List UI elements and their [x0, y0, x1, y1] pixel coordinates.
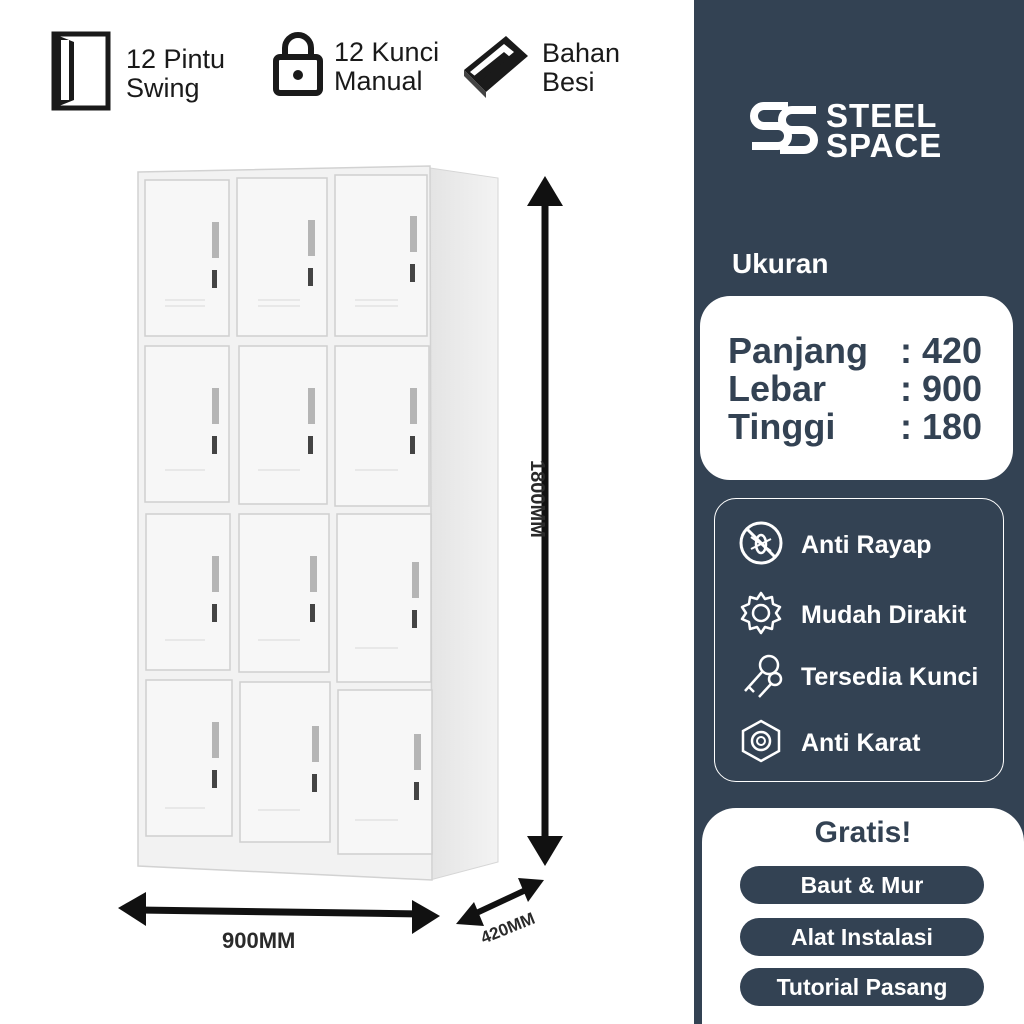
benefit-anti-rayap: Anti Rayap — [737, 519, 932, 572]
benefit-label: Anti Karat — [801, 729, 921, 757]
size-row-tinggi: Tinggi : 180 — [728, 406, 982, 448]
free-items-card: Gratis! Baut & Mur Alat Instalasi Tutori… — [702, 808, 1024, 1024]
size-row-panjang: Panjang : 420 — [728, 330, 982, 372]
feature-material-line2: Besi — [542, 66, 595, 97]
size-key: Panjang — [728, 330, 869, 371]
benefit-tersedia-kunci: Tersedia Kunci — [737, 651, 978, 704]
benefits-card: Anti Rayap Mudah Dirakit Tersedia Kunci — [714, 498, 1004, 782]
size-key: Tinggi — [728, 406, 836, 447]
steel-bar-icon — [460, 30, 532, 105]
width-dimension-label: 900MM — [222, 928, 296, 953]
locker-illustration — [118, 165, 563, 934]
anti-termite-icon — [737, 519, 785, 572]
benefit-anti-karat: Anti Karat — [737, 717, 920, 770]
free-item-pill: Baut & Mur — [740, 866, 984, 904]
benefit-label: Anti Rayap — [801, 531, 932, 559]
size-title: Ukuran — [732, 248, 829, 279]
door-icon — [50, 30, 116, 117]
keys-icon — [737, 651, 785, 704]
free-item-pill: Tutorial Pasang — [740, 968, 984, 1006]
size-key: Lebar — [728, 368, 827, 409]
gear-icon — [737, 589, 785, 642]
benefit-label: Tersedia Kunci — [801, 663, 979, 691]
feature-lock-line1: 12 Kunci — [334, 36, 440, 67]
feature-lock-line2: Manual — [334, 65, 423, 96]
feature-door-line1: 12 Pintu — [126, 43, 226, 74]
size-value: : 420 — [900, 330, 983, 371]
padlock-icon — [272, 30, 324, 103]
free-items-title: Gratis! — [814, 816, 912, 849]
free-item-pill: Alat Instalasi — [740, 918, 984, 956]
size-value: : 900 — [900, 368, 983, 409]
height-dimension-label: 1800MM — [526, 460, 548, 538]
feature-material-line1: Bahan — [542, 37, 621, 68]
brand-line2: SPACE — [826, 126, 943, 164]
nut-icon — [737, 717, 785, 770]
size-value: : 180 — [900, 406, 983, 447]
size-row-lebar: Lebar : 900 — [728, 368, 982, 410]
benefit-mudah-dirakit: Mudah Dirakit — [737, 589, 966, 642]
ss-logo-icon — [748, 100, 820, 161]
size-card: Panjang : 420 Lebar : 900 Tinggi : 180 — [700, 296, 1013, 480]
brand-line1: STEEL — [826, 96, 938, 134]
benefit-label: Mudah Dirakit — [801, 601, 967, 629]
feature-door-line2: Swing — [126, 72, 200, 103]
